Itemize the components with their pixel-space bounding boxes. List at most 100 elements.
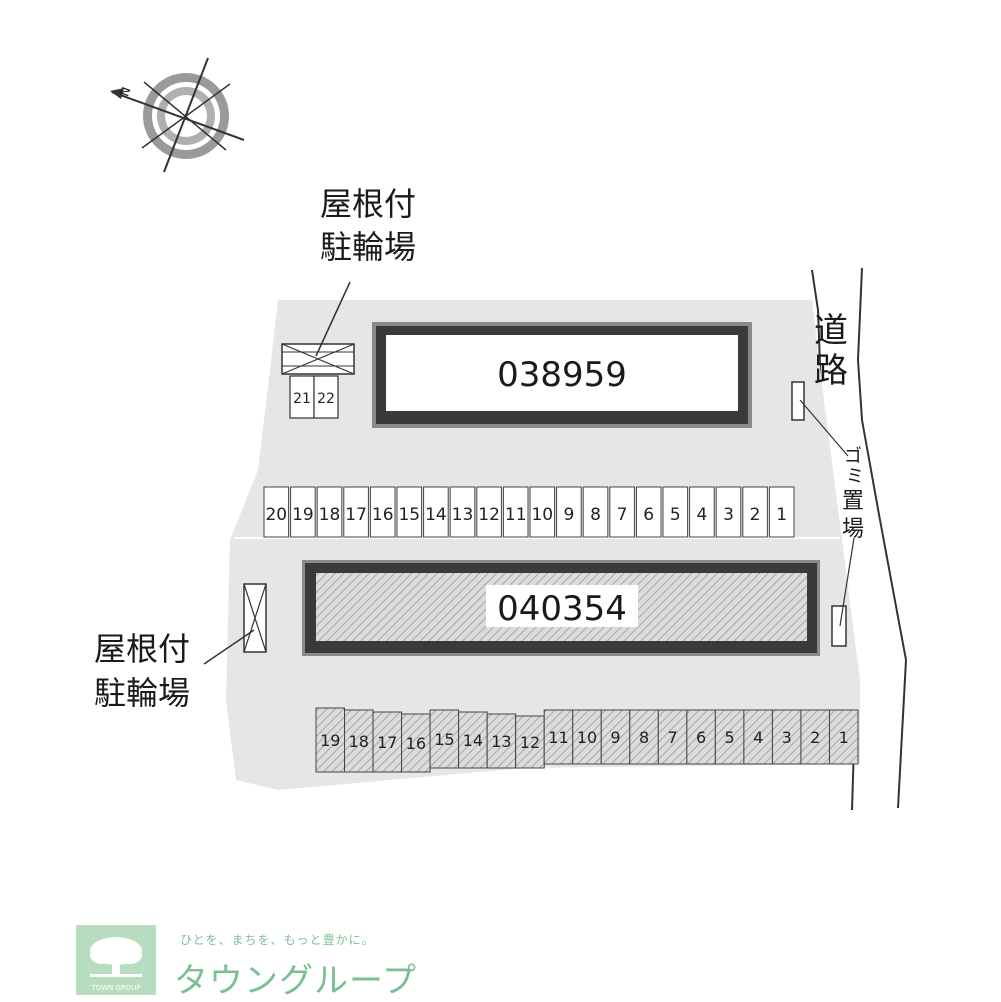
- parking-space-number: 3: [782, 728, 792, 747]
- parking-space[interactable]: 15: [396, 486, 423, 538]
- parking-space-number: 2: [750, 505, 761, 525]
- label-garbage-char4: 場: [842, 517, 864, 542]
- parking-space[interactable]: 7: [609, 486, 635, 538]
- parking-space[interactable]: 10: [529, 486, 556, 538]
- parking-space-covered[interactable]: 5: [714, 709, 745, 765]
- parking-space[interactable]: 13: [449, 486, 476, 538]
- parking-space[interactable]: 12: [476, 486, 502, 538]
- building-south-id: 040354: [497, 589, 627, 629]
- footer-branding: TOWN GROUP ひとを、まちを、もっと豊かに。 タウングループ: [76, 925, 416, 1001]
- parking-space-number: 13: [452, 505, 474, 525]
- parking-space[interactable]: 18: [316, 486, 343, 538]
- parking-space-covered[interactable]: 2: [800, 709, 830, 765]
- parking-space-covered[interactable]: 13: [486, 713, 517, 769]
- parking-space-number: 11: [505, 505, 527, 525]
- bike-slots-top: 21 22: [289, 375, 339, 419]
- bike-shelter-left: [243, 583, 267, 653]
- parking-space-number: 18: [349, 732, 369, 751]
- parking-space[interactable]: 1: [768, 486, 795, 538]
- parking-space-covered[interactable]: 18: [344, 709, 374, 773]
- parking-space-number: 16: [406, 734, 426, 753]
- label-road: 道 路: [814, 311, 848, 391]
- parking-space-covered[interactable]: 10: [572, 709, 602, 765]
- town-group-logo: TOWN GROUP: [76, 925, 156, 995]
- label-bike-shelter-top: 屋根付 駐輪場: [320, 185, 416, 266]
- parking-space-covered[interactable]: 7: [657, 709, 688, 765]
- parking-space-covered[interactable]: 6: [686, 709, 716, 765]
- bike-slot: 22: [313, 375, 339, 419]
- label-bike-shelter-left-line2: 駐輪場: [94, 674, 190, 712]
- building-north[interactable]: 038959: [372, 322, 752, 428]
- parking-space-number: 7: [617, 505, 628, 525]
- parking-space-number: 18: [319, 505, 341, 525]
- tree-icon: [90, 937, 142, 977]
- parking-space[interactable]: 11: [502, 486, 529, 538]
- building-south[interactable]: 040354: [302, 560, 820, 656]
- compass-rose-icon: N: [110, 57, 245, 173]
- bike-shelter-top: [281, 343, 355, 375]
- bike-slot-number: 22: [317, 391, 335, 407]
- logo-subtitle: TOWN GROUP: [91, 984, 141, 992]
- parking-space-covered[interactable]: 4: [743, 709, 773, 765]
- parking-space-number: 17: [377, 733, 397, 752]
- parking-space-number: 20: [265, 505, 287, 525]
- parking-space-number: 10: [577, 728, 597, 747]
- parking-space-covered[interactable]: 14: [458, 711, 488, 769]
- label-garbage-char3: 置: [842, 489, 864, 514]
- parking-space[interactable]: 9: [556, 486, 582, 538]
- label-bike-shelter-top-line2: 駐輪場: [320, 228, 416, 266]
- parking-space-covered[interactable]: 12: [515, 715, 545, 769]
- parking-space-number: 7: [667, 728, 677, 747]
- parking-space-covered[interactable]: 8: [629, 709, 659, 765]
- bike-slot: 21: [289, 375, 315, 419]
- parking-space-number: 13: [491, 732, 511, 751]
- parking-space[interactable]: 17: [343, 486, 369, 538]
- parking-space-number: 9: [563, 505, 574, 525]
- parking-space-covered[interactable]: 17: [372, 711, 403, 773]
- parking-space-covered[interactable]: 11: [543, 709, 574, 765]
- tagline: ひとを、まちを、もっと豊かに。: [180, 933, 375, 947]
- parking-space-number: 9: [610, 728, 620, 747]
- parking-space-number: 16: [372, 505, 394, 525]
- parking-space[interactable]: 8: [582, 486, 609, 538]
- parking-space-number: 8: [590, 505, 601, 525]
- parking-space[interactable]: 3: [715, 486, 742, 538]
- parking-space-number: 19: [320, 731, 340, 750]
- parking-space-number: 5: [670, 505, 681, 525]
- parking-space[interactable]: 5: [662, 486, 689, 538]
- building-north-id: 038959: [497, 355, 627, 395]
- parking-space-number: 5: [725, 728, 735, 747]
- parking-space-number: 1: [776, 505, 787, 525]
- bike-slot-number: 21: [293, 391, 311, 407]
- parking-space-covered[interactable]: 9: [600, 709, 631, 765]
- parking-space[interactable]: 2: [742, 486, 768, 538]
- parking-space-covered[interactable]: 1: [828, 709, 859, 765]
- parking-space-number: 1: [839, 728, 849, 747]
- parking-space-covered[interactable]: 15: [429, 709, 460, 769]
- parking-space-number: 8: [639, 728, 649, 747]
- parking-space-number: 4: [753, 728, 763, 747]
- label-bike-shelter-left-line1: 屋根付: [94, 630, 190, 668]
- parking-space-number: 10: [531, 505, 553, 525]
- label-garbage-char1: ゴ: [844, 446, 862, 467]
- parking-space[interactable]: 19: [290, 486, 316, 538]
- brand-name: タウングループ: [174, 961, 417, 1001]
- parking-space-number: 14: [425, 505, 447, 525]
- label-bike-shelter-top-line1: 屋根付: [320, 185, 416, 223]
- label-road-char1: 道: [814, 311, 848, 351]
- parking-space-covered[interactable]: 3: [771, 709, 802, 765]
- parking-space-number: 14: [463, 731, 483, 750]
- parking-space[interactable]: 6: [635, 486, 662, 538]
- parking-space[interactable]: 16: [369, 486, 396, 538]
- parking-space-number: 17: [345, 505, 367, 525]
- parking-space-covered[interactable]: 19: [315, 707, 346, 773]
- parking-space-number: 4: [696, 505, 707, 525]
- garbage-box-upper: [791, 381, 805, 421]
- parking-space[interactable]: 4: [689, 486, 715, 538]
- parking-space[interactable]: 20: [263, 486, 290, 538]
- parking-space[interactable]: 14: [423, 486, 449, 538]
- parking-space-number: 11: [548, 728, 568, 747]
- parking-space-covered[interactable]: 16: [401, 713, 431, 773]
